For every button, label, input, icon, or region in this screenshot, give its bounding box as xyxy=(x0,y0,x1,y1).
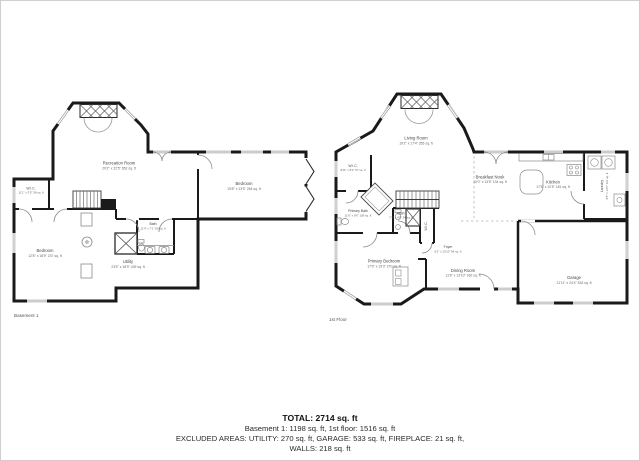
living-room-label: Living Room xyxy=(404,136,428,141)
primary-bath-dims: 11'6" x 9'6" 109 sq. ft xyxy=(345,213,372,217)
primary-bath-label: Primary Bath xyxy=(348,209,368,213)
washer xyxy=(587,155,602,170)
kitchen-counter xyxy=(518,153,584,162)
primary-bedroom-dims: 17'9" x 15'3" 270 sq. ft xyxy=(367,265,401,269)
toilet-tank xyxy=(394,209,402,213)
foyer-dims: 6'2" x 13'10" 94 sq. ft xyxy=(435,250,462,254)
breakfast-nook-dims: 10'0" x 13'5" 134 sq. ft xyxy=(473,180,507,184)
hearth-arc xyxy=(404,109,434,124)
utility-fan xyxy=(81,236,93,248)
excluded-areas-text: EXCLUDED AREAS: UTILITY: 270 sq. ft, GAR… xyxy=(175,433,465,443)
bedroom-closet xyxy=(392,266,409,287)
laundry-dims: 8'8" x 13'5" 116 sq. ft xyxy=(605,172,609,199)
bath-label: Bath xyxy=(398,212,405,216)
basement-door-arcs xyxy=(18,151,213,233)
floor-areas-text: Basement 1: 1198 sq. ft, 1st floor: 1516… xyxy=(244,423,396,433)
bedroom-right-label: Bedroom xyxy=(236,181,254,186)
kitchen-label: Kitchen xyxy=(546,180,561,185)
utility-appliance xyxy=(80,263,93,279)
utility-label: Utility xyxy=(123,259,134,264)
corner-tub xyxy=(360,182,394,216)
kitchen-dims: 17'5" x 10'5" 181 sq. ft xyxy=(536,185,570,189)
bath-sink xyxy=(395,224,401,230)
dining-room-dims: 11'8" x 13'10" 160 sq. ft xyxy=(445,274,480,278)
first-floor-fixtures xyxy=(336,153,626,287)
garage-label: Garage xyxy=(567,275,582,280)
recreation-room-label: Recreation Room xyxy=(103,161,136,166)
bath-label: Bath xyxy=(150,222,157,226)
first-floor-fireplace xyxy=(400,95,439,124)
laundry-label: Laundry xyxy=(600,180,604,193)
basement-plan-label: Basement 1 xyxy=(14,313,39,318)
garage-walls xyxy=(516,219,627,289)
hearth-arc xyxy=(83,117,113,133)
bedroom-left-dims: 12'8" x 18'9" 237 sq. ft xyxy=(28,254,62,258)
basement-plan: Recreation Room 29'2" x 22'5" 652 sq. ft… xyxy=(12,101,315,319)
utility-appliance xyxy=(80,212,93,227)
basement-fireplace xyxy=(79,104,118,133)
toilet-bowl xyxy=(138,243,145,252)
ceiling-break-lines xyxy=(461,156,517,222)
laundry-sink xyxy=(613,193,626,207)
chimney-block xyxy=(101,199,116,209)
closet-label: W.I.C. xyxy=(424,221,428,230)
toilet-bowl xyxy=(394,212,402,221)
foyer-label: Foyer xyxy=(444,245,454,249)
bedroom-left-label: Bedroom xyxy=(37,248,55,253)
wic-dims: 8'11" x 8'2" 57 sq. ft xyxy=(340,168,365,172)
stove xyxy=(566,164,582,176)
recreation-room-dims: 29'2" x 22'5" 652 sq. ft xyxy=(102,167,136,171)
toilet-tank xyxy=(137,239,145,244)
walls-area-text: WALLS: 218 sq. ft xyxy=(289,443,351,453)
bay-window-chevron xyxy=(305,158,315,185)
utility-dims: 23'5" x 18'9" 439 sq. ft xyxy=(111,265,145,269)
basement-windows xyxy=(12,108,315,303)
toilet-tank xyxy=(336,217,342,226)
living-room-dims: 19'2" x 17'4" 355 sq. ft xyxy=(399,142,433,146)
primary-bedroom-label: Primary Bedroom xyxy=(368,259,401,264)
first-floor-windows xyxy=(334,104,629,306)
first-floor-plan: Living Room 19'2" x 17'4" 355 sq. ft W.I… xyxy=(329,92,629,323)
kitchen-peninsula xyxy=(519,169,544,195)
area-summary: TOTAL: 2714 sq. ft Basement 1: 1198 sq. … xyxy=(1,413,639,454)
basement-stairs xyxy=(72,190,116,209)
first-floor-room-labels: Living Room 19'2" x 17'4" 355 sq. ft W.I… xyxy=(329,136,609,323)
basement-walls xyxy=(12,101,308,303)
dining-room-label: Dining Room xyxy=(451,268,476,273)
basement-openings xyxy=(12,107,308,303)
basement-room-labels: Recreation Room 29'2" x 22'5" 652 sq. ft… xyxy=(14,161,261,319)
dryer xyxy=(601,155,616,170)
toilet-bowl xyxy=(341,218,349,225)
wic-label: W.I.C. xyxy=(26,187,35,191)
wic-label: W.I.C. xyxy=(348,164,357,168)
bath-dims: 11'4" x 7'1" 80 sq. ft xyxy=(140,226,165,230)
first-floor-plan-label: 1st Floor xyxy=(329,317,347,322)
bay-window-chevron xyxy=(305,186,315,212)
floor-plans-canvas: Recreation Room 29'2" x 22'5" 652 sq. ft… xyxy=(12,92,629,323)
total-area-text: TOTAL: 2714 sq. ft xyxy=(282,413,358,423)
first-floor-openings xyxy=(334,103,629,306)
garage-dims: 21'11" x 24'4" 533 sq. ft xyxy=(556,281,591,285)
bedroom-right-dims: 19'8" x 13'5" 264 sq. ft xyxy=(227,187,261,191)
basement-fixtures xyxy=(80,212,174,279)
breakfast-nook-label: Breakfast Nook xyxy=(476,175,506,180)
wic-dims: 11'1" x 3'5" 38 sq. ft xyxy=(18,191,43,195)
bath-dims: 7'1" x 4'9" 34 sq. ft xyxy=(389,216,413,220)
bath-sink xyxy=(158,246,170,254)
first-floor-stairs xyxy=(395,190,440,209)
bath-sink xyxy=(144,246,156,254)
